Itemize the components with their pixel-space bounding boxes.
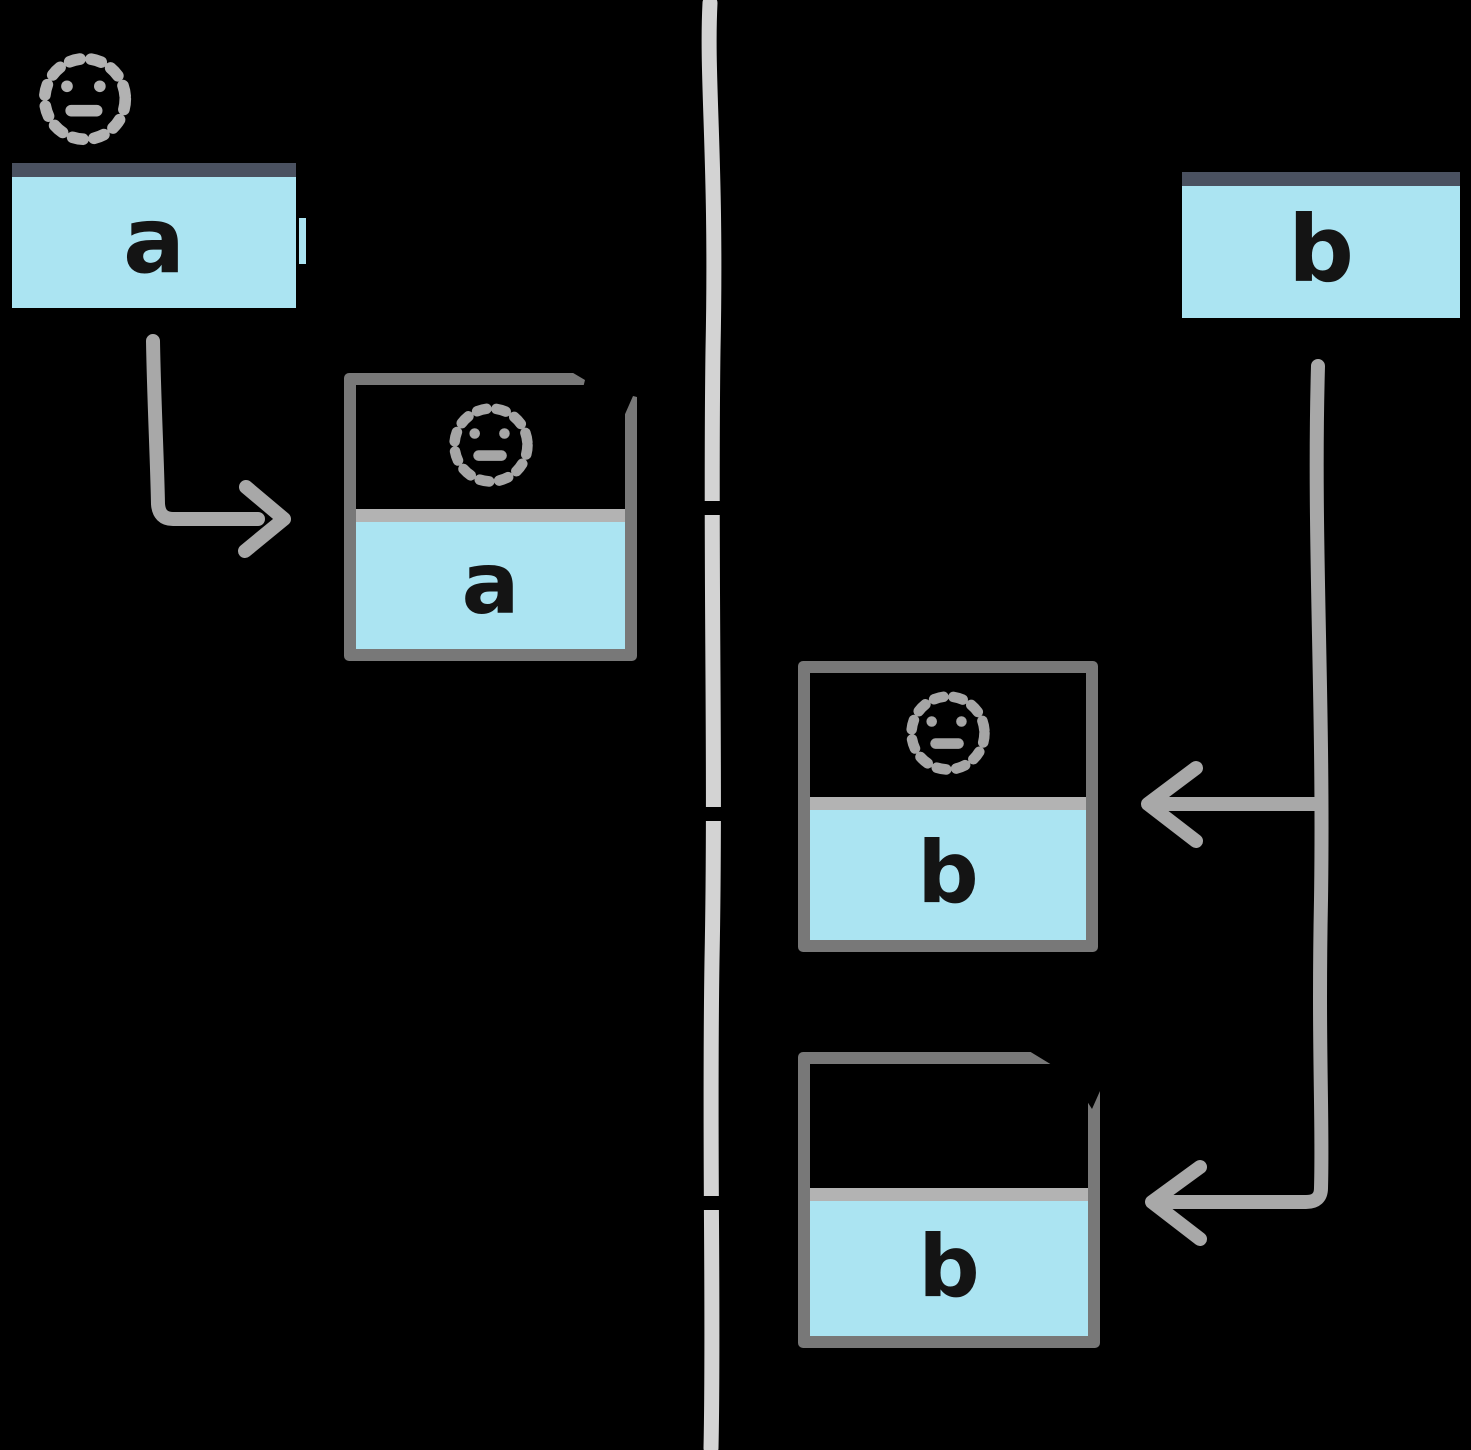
timeline-tick-2 <box>693 807 731 821</box>
arrowhead-left-bottom-icon <box>1145 1160 1207 1246</box>
dotted-circle-face-icon <box>900 685 996 785</box>
arrowhead-right-icon <box>238 480 291 558</box>
arrowhead-left-mid-icon <box>1141 761 1203 848</box>
object-box-divider <box>356 509 625 522</box>
value-label: a <box>122 186 186 294</box>
value-label: b <box>1288 196 1354 303</box>
object-box-value: a <box>356 522 625 649</box>
object-box-header <box>810 1064 1088 1188</box>
value-label: b <box>917 823 979 923</box>
timeline-tick-1 <box>693 501 731 515</box>
timeline-tick-3 <box>693 1196 731 1210</box>
value-label: a <box>461 533 520 634</box>
value-slip-b: b <box>1182 172 1460 318</box>
hidden-header-frame-right <box>1181 14 1465 324</box>
arrow-b-to-objects <box>1141 359 1329 1246</box>
arrow-a-to-object <box>146 334 291 558</box>
object-box-divider <box>810 1188 1088 1201</box>
object-box-header <box>810 673 1086 797</box>
dotted-circle-face-icon <box>443 397 539 497</box>
object-box-header <box>356 385 625 509</box>
object-box-divider <box>810 797 1086 810</box>
object-box-value: b <box>810 1201 1088 1336</box>
paint-sliver <box>299 218 306 264</box>
crossed-circle-icon <box>899 1074 999 1178</box>
timeline-line <box>701 0 722 1450</box>
value-slip-a: a <box>12 163 296 308</box>
object-box-a: a <box>344 373 637 661</box>
object-box-b2: b <box>798 1052 1100 1348</box>
value-label: b <box>918 1216 980 1317</box>
object-box-value: b <box>810 810 1086 940</box>
object-box-b1: b <box>798 661 1098 952</box>
dotted-circle-face-icon <box>32 46 138 156</box>
